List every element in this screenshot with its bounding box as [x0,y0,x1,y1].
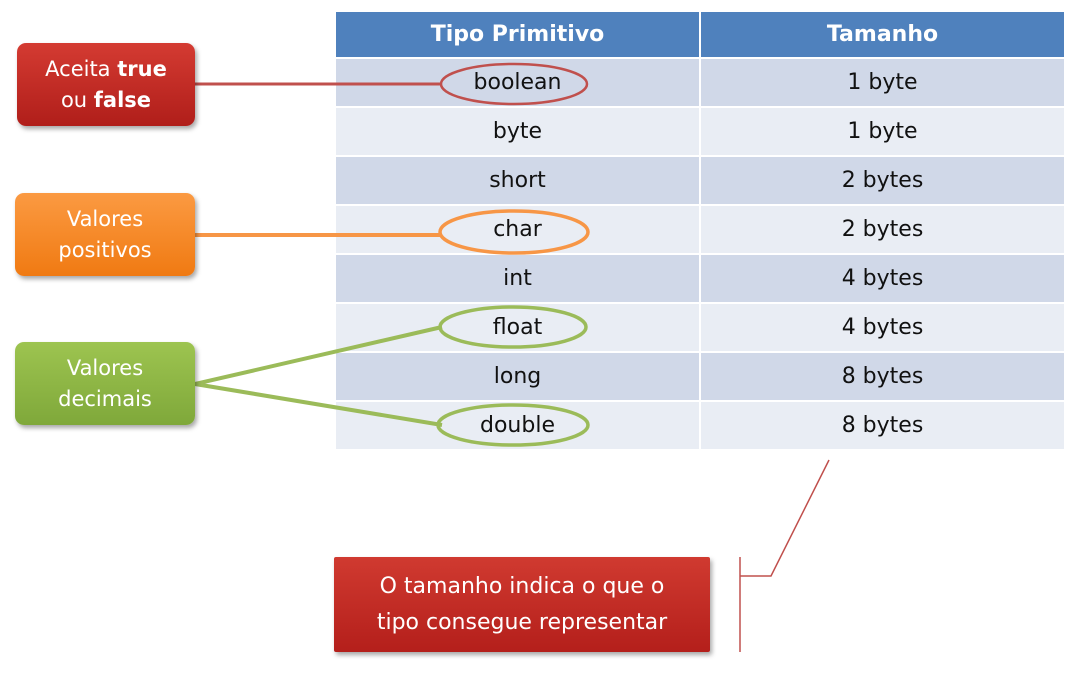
tamanho-bracket-arm [740,459,830,577]
callout-valores-positivos: Valores positivos [15,193,195,276]
table-header-row: Tipo Primitivo Tamanho [336,12,1064,58]
callout-boolean-middle: ou [60,87,94,112]
table-row: long 8 bytes [336,351,1064,401]
callout-boolean-true: true [117,56,167,81]
type-cell: float [336,302,701,352]
callout-tamanho-line1: O tamanho indica o que o [379,573,665,599]
size-cell: 2 bytes [700,204,1064,254]
size-cell: 8 bytes [700,351,1064,401]
type-cell: double [336,400,701,449]
callout-tamanho-line2: tipo consegue representar [376,609,668,635]
callout-boolean-false: false [93,87,152,112]
table-row: double 8 bytes [336,400,1064,449]
callout-valores-decimais: Valores decimais [15,342,195,425]
callout-decimais-line2: decimais [58,386,152,411]
table-row: byte 1 byte [336,106,1064,156]
size-cell: 4 bytes [700,253,1064,303]
callout-positivos-line2: positivos [58,237,152,262]
callout-boolean: Aceita true ou false [17,43,195,126]
header-tamanho: Tamanho [700,12,1064,58]
size-cell: 2 bytes [700,155,1064,205]
callout-decimais-line1: Valores [66,355,144,380]
callout-tamanho-explanation: O tamanho indica o que o tipo consegue r… [334,557,710,652]
type-cell: char [336,204,701,254]
table-row: int 4 bytes [336,253,1064,303]
table-row: char 2 bytes [336,204,1064,254]
type-cell: byte [336,106,701,156]
table-row: float 4 bytes [336,302,1064,352]
table-row: short 2 bytes [336,155,1064,205]
table-row: boolean 1 byte [336,57,1064,107]
type-cell: long [336,351,701,401]
type-cell: short [336,155,701,205]
size-cell: 1 byte [700,106,1064,156]
header-tipo-primitivo: Tipo Primitivo [336,12,701,58]
type-cell: int [336,253,701,303]
primitive-types-table: Tipo Primitivo Tamanho boolean 1 byte by… [336,12,1064,449]
type-cell: boolean [336,57,701,107]
size-cell: 4 bytes [700,302,1064,352]
size-cell: 1 byte [700,57,1064,107]
size-cell: 8 bytes [700,400,1064,449]
callout-positivos-line1: Valores [66,206,144,231]
callout-boolean-prefix: Aceita [45,56,118,81]
